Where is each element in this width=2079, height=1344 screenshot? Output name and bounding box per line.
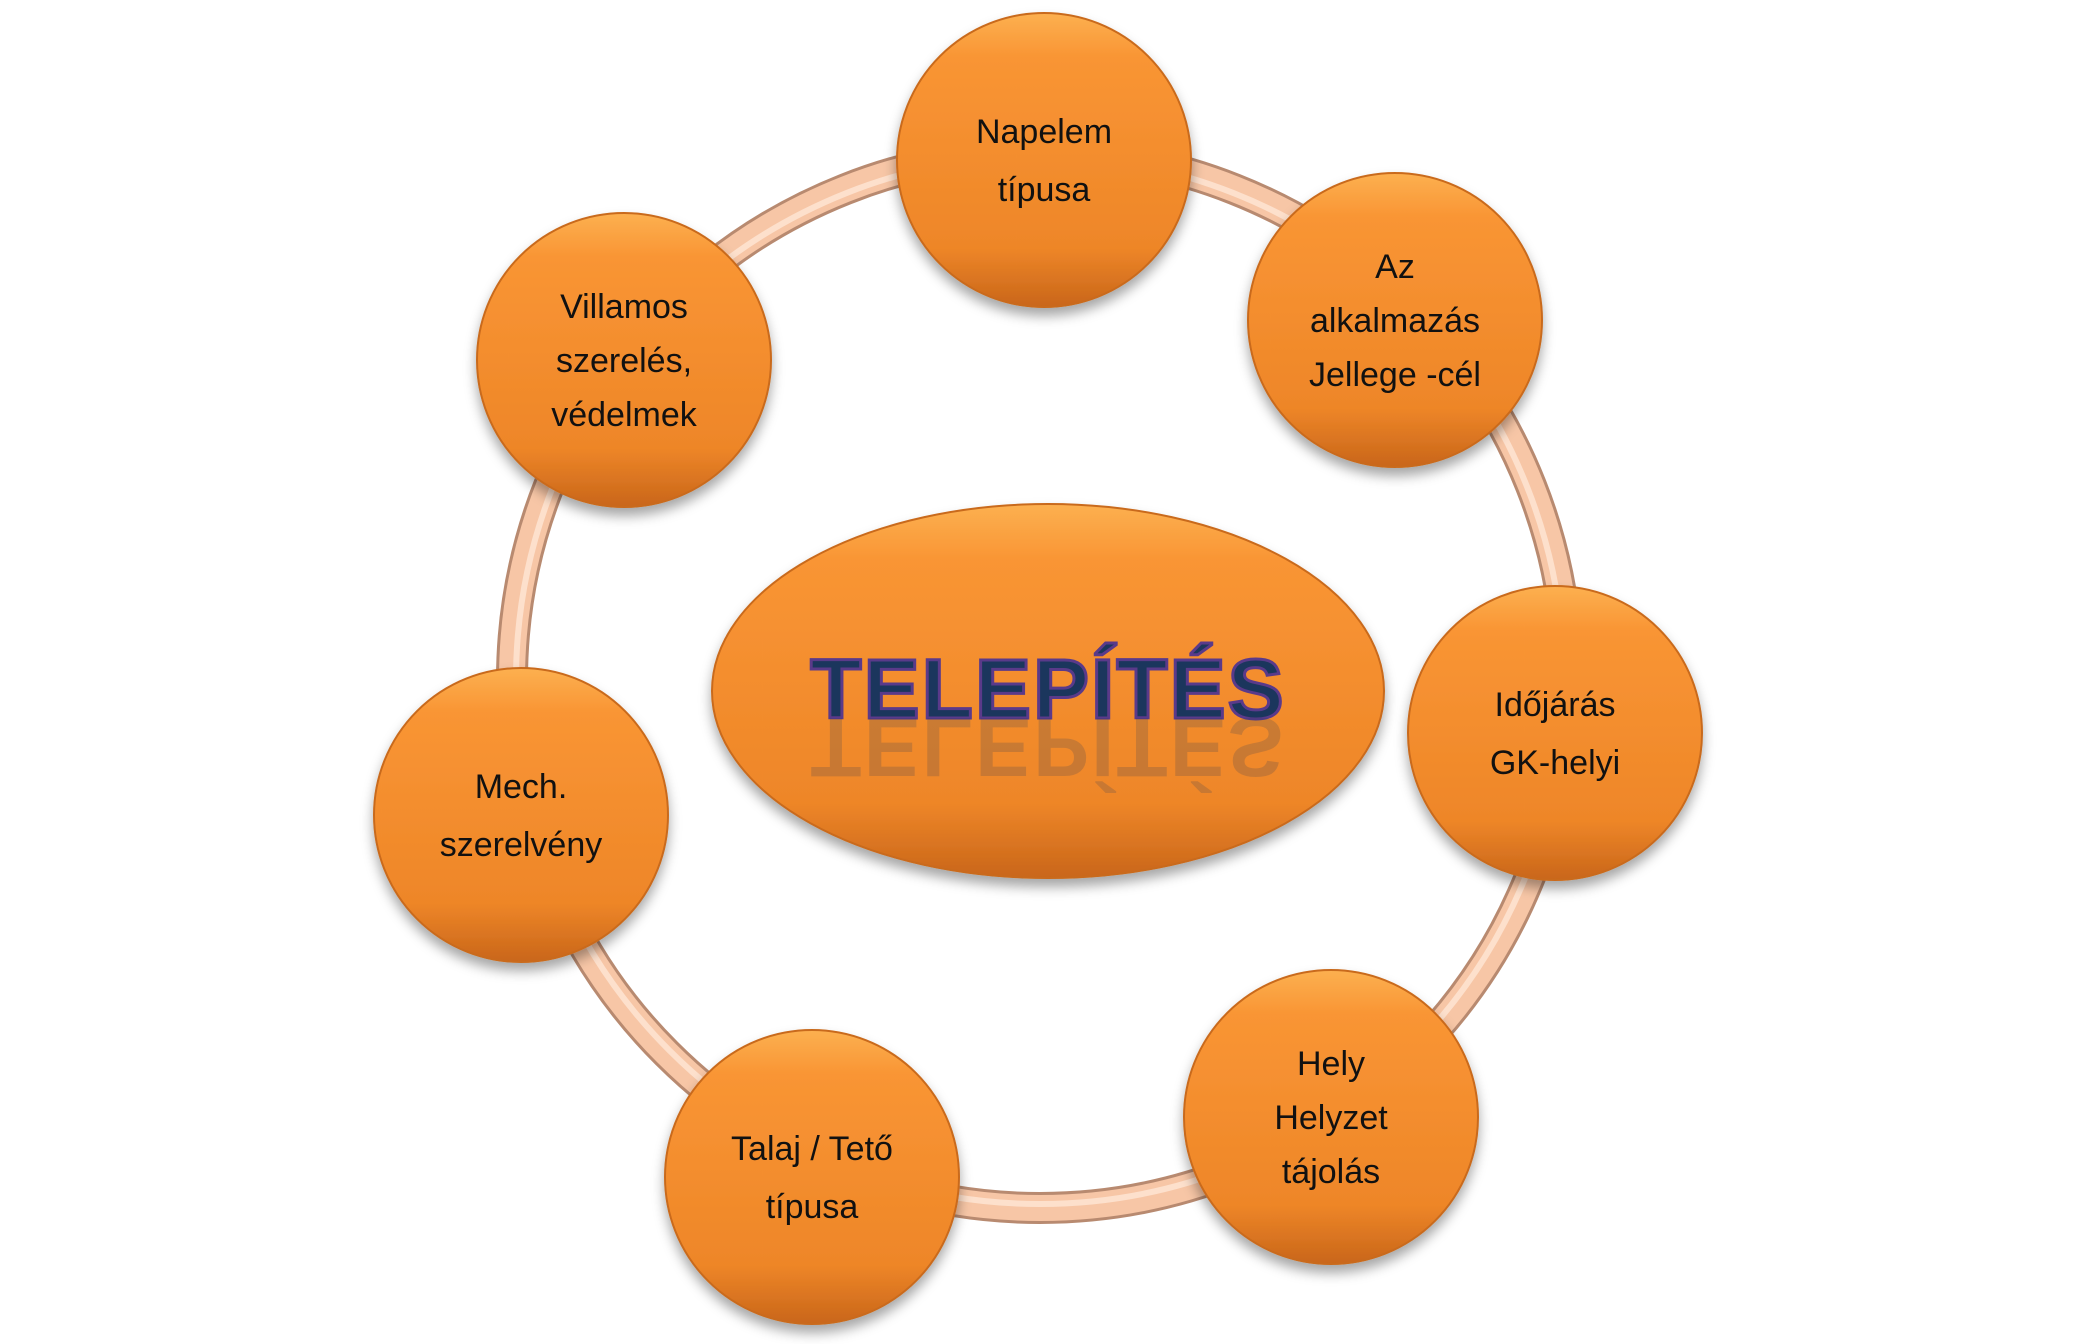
node-5: Mech. szerelvény (373, 667, 669, 963)
node-circle (1247, 172, 1543, 468)
node-circle (1407, 585, 1703, 881)
node-circle (896, 12, 1192, 308)
node-label-line: szerelvény (440, 826, 603, 864)
node-label-line: szerelés, (556, 342, 692, 380)
node-label-line: GK-helyi (1490, 744, 1620, 782)
node-label-line: Talaj / Tető (731, 1130, 893, 1168)
node-label-line: Napelem (976, 113, 1112, 151)
node-label-line: tájolás (1282, 1153, 1380, 1191)
center-title: TELEPÍTÉS (810, 642, 1285, 736)
node-4: Talaj / Tető típusa (664, 1029, 960, 1325)
node-label-line: típusa (998, 171, 1091, 209)
node-circle (664, 1029, 960, 1325)
node-0: Napelem típusa (896, 12, 1192, 308)
node-label-line: Helyzet (1274, 1099, 1388, 1137)
node-label-line: Villamos (560, 288, 688, 326)
node-label-line: alkalmazás (1310, 302, 1480, 340)
node-label-line: Mech. (475, 768, 568, 806)
node-circle (1183, 969, 1479, 1265)
node-6: Villamos szerelés, védelmek (476, 212, 772, 508)
center-ellipse: TELEPÍTÉS TELEPÍTÉS (711, 503, 1385, 879)
center-title-reflection: TELEPÍTÉS (810, 700, 1285, 794)
node-label-line: Az (1375, 248, 1415, 286)
node-label-line: Jellege -cél (1309, 356, 1481, 394)
node-label-line: védelmek (551, 396, 698, 434)
node-circle (476, 212, 772, 508)
node-circle (373, 667, 669, 963)
node-label-line: Időjárás (1495, 686, 1616, 724)
node-label-line: Hely (1297, 1045, 1365, 1083)
node-label-line: típusa (766, 1188, 859, 1226)
